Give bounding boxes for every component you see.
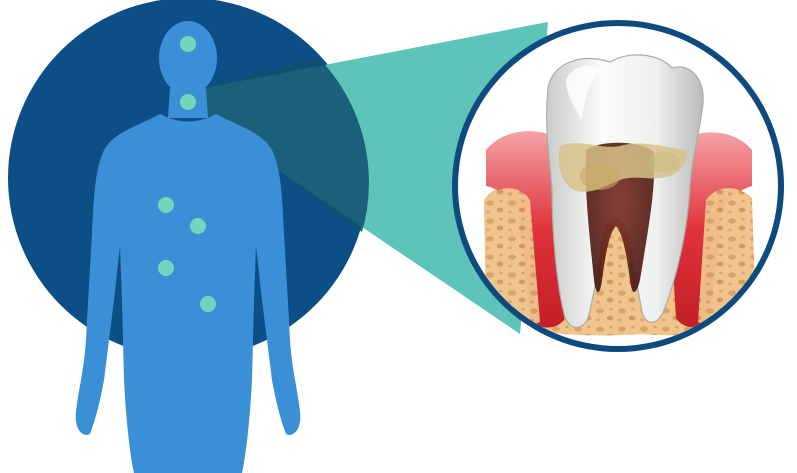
jaw-bone-front-right: [698, 188, 750, 326]
highlight-point-throat: [180, 94, 196, 110]
highlight-point-abdomen: [158, 260, 174, 276]
highlight-point-head: [180, 36, 196, 52]
highlight-point-pelvis: [200, 296, 216, 312]
highlight-point-chest: [158, 197, 174, 213]
highlight-point-heart: [190, 218, 206, 234]
plaque-spot: [648, 152, 680, 172]
detail-magnifier: [452, 20, 784, 352]
plaque-spot: [580, 162, 620, 190]
